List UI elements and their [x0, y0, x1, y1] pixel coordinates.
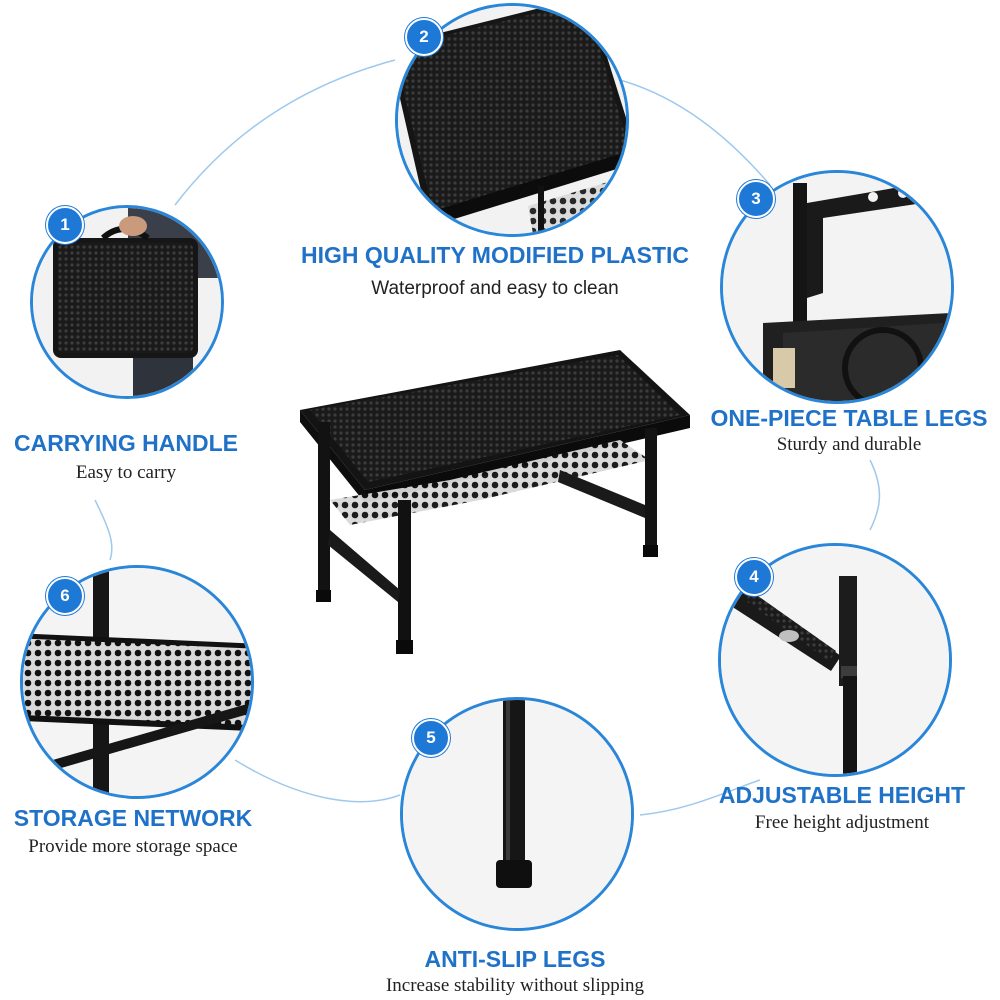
feature-title-3: ONE-PIECE TABLE LEGS: [710, 405, 988, 431]
feature-title-2: HIGH QUALITY MODIFIED PLASTIC: [300, 242, 690, 268]
feature-subtitle-4: Free height adjustment: [754, 812, 930, 833]
badge-5: 5: [412, 719, 450, 757]
table-main-photo: [300, 350, 690, 654]
feature-title-6: STORAGE NETWORK: [13, 805, 253, 831]
feature-subtitle-1: Easy to carry: [75, 462, 177, 483]
feature-subtitle-6: Provide more storage space: [28, 836, 238, 857]
feature-subtitle-5: Increase stability without slipping: [385, 975, 645, 996]
tabletop-photo: [395, 3, 629, 237]
badge-3: 3: [737, 180, 775, 218]
feature-subtitle-3: Sturdy and durable: [776, 434, 922, 455]
badge-6: 6: [46, 577, 84, 615]
carrying-handle-photo: [30, 205, 224, 399]
feature-subtitle-2: Waterproof and easy to clean: [371, 278, 619, 299]
feature-title-1: CARRYING HANDLE: [13, 430, 239, 456]
badge-2: 2: [405, 18, 443, 56]
feature-title-4: ADJUSTABLE HEIGHT: [718, 782, 966, 808]
badge-1: 1: [46, 206, 84, 244]
badge-4: 4: [735, 558, 773, 596]
feature-title-5: ANTI-SLIP LEGS: [424, 946, 606, 972]
